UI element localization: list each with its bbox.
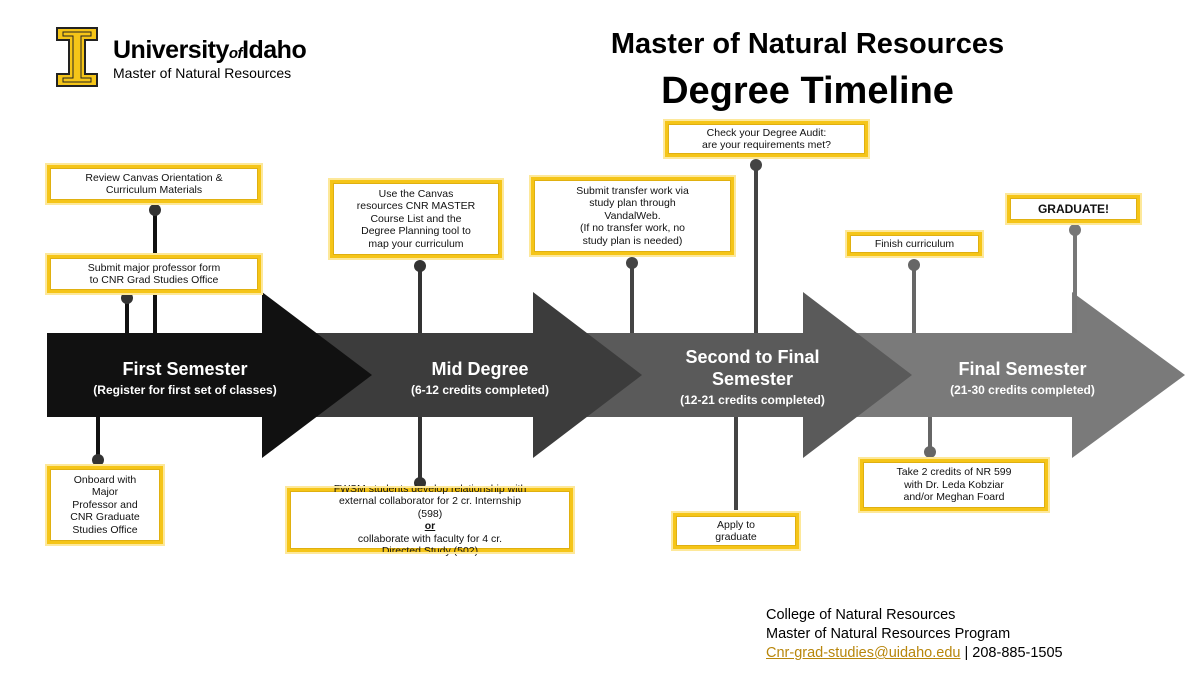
page-title-line1: Master of Natural Resources	[610, 28, 1005, 60]
phase-label-final: Final Semester (21-30 credits completed)	[950, 359, 1095, 397]
phase-arrow-mid	[310, 292, 642, 458]
phase-arrow-second-to-final	[580, 292, 912, 458]
connector-dot	[750, 159, 762, 171]
phase-arrow-first	[47, 292, 372, 458]
note-fwsm-internship: FWSM students develop relationship with …	[285, 483, 575, 557]
note-degree-audit: Check your Degree Audit:are your require…	[663, 119, 870, 159]
page-title-line2: Degree Timeline	[661, 70, 954, 112]
connector-dot	[908, 259, 920, 271]
university-logo: UniversityofIdaho Master of Natural Reso…	[55, 26, 375, 90]
connector-dot	[414, 260, 426, 272]
phase-arrow-final	[850, 292, 1185, 458]
connector-dot	[924, 446, 936, 458]
logo-subtitle: Master of Natural Resources	[113, 65, 292, 81]
connector-dot	[149, 204, 161, 216]
phase-label-second-to-final: Second to Final Semester (12-21 credits …	[680, 347, 825, 407]
phase-label-first: First Semester (Register for first set o…	[93, 359, 277, 397]
phase-label-mid: Mid Degree (6-12 credits completed)	[410, 359, 550, 397]
connector-dot	[414, 477, 426, 489]
logo-wordmark: UniversityofIdaho	[113, 36, 307, 64]
email-link[interactable]: Cnr-grad-studies@uidaho.edu	[766, 645, 961, 661]
note-finish-curriculum: Finish curriculum	[845, 230, 984, 258]
connector-dot	[121, 292, 133, 304]
footer-college: College of Natural Resources	[766, 607, 956, 623]
note-canvas-orientation: Review Canvas Orientation &Curriculum Ma…	[45, 163, 263, 205]
phone-number: | 208-885-1505	[960, 645, 1063, 661]
connector-dot	[626, 257, 638, 269]
idaho-i-logo-icon	[56, 27, 98, 87]
footer-program: Master of Natural Resources Program	[766, 626, 1011, 642]
connector-dot	[92, 454, 104, 466]
connector-dot	[1069, 224, 1081, 236]
footer-contact-line: Cnr-grad-studies@uidaho.edu | 208-885-15…	[766, 644, 1063, 663]
footer-contact: College of Natural Resources Master of N…	[766, 606, 1063, 663]
note-graduate: GRADUATE!	[1005, 193, 1142, 225]
